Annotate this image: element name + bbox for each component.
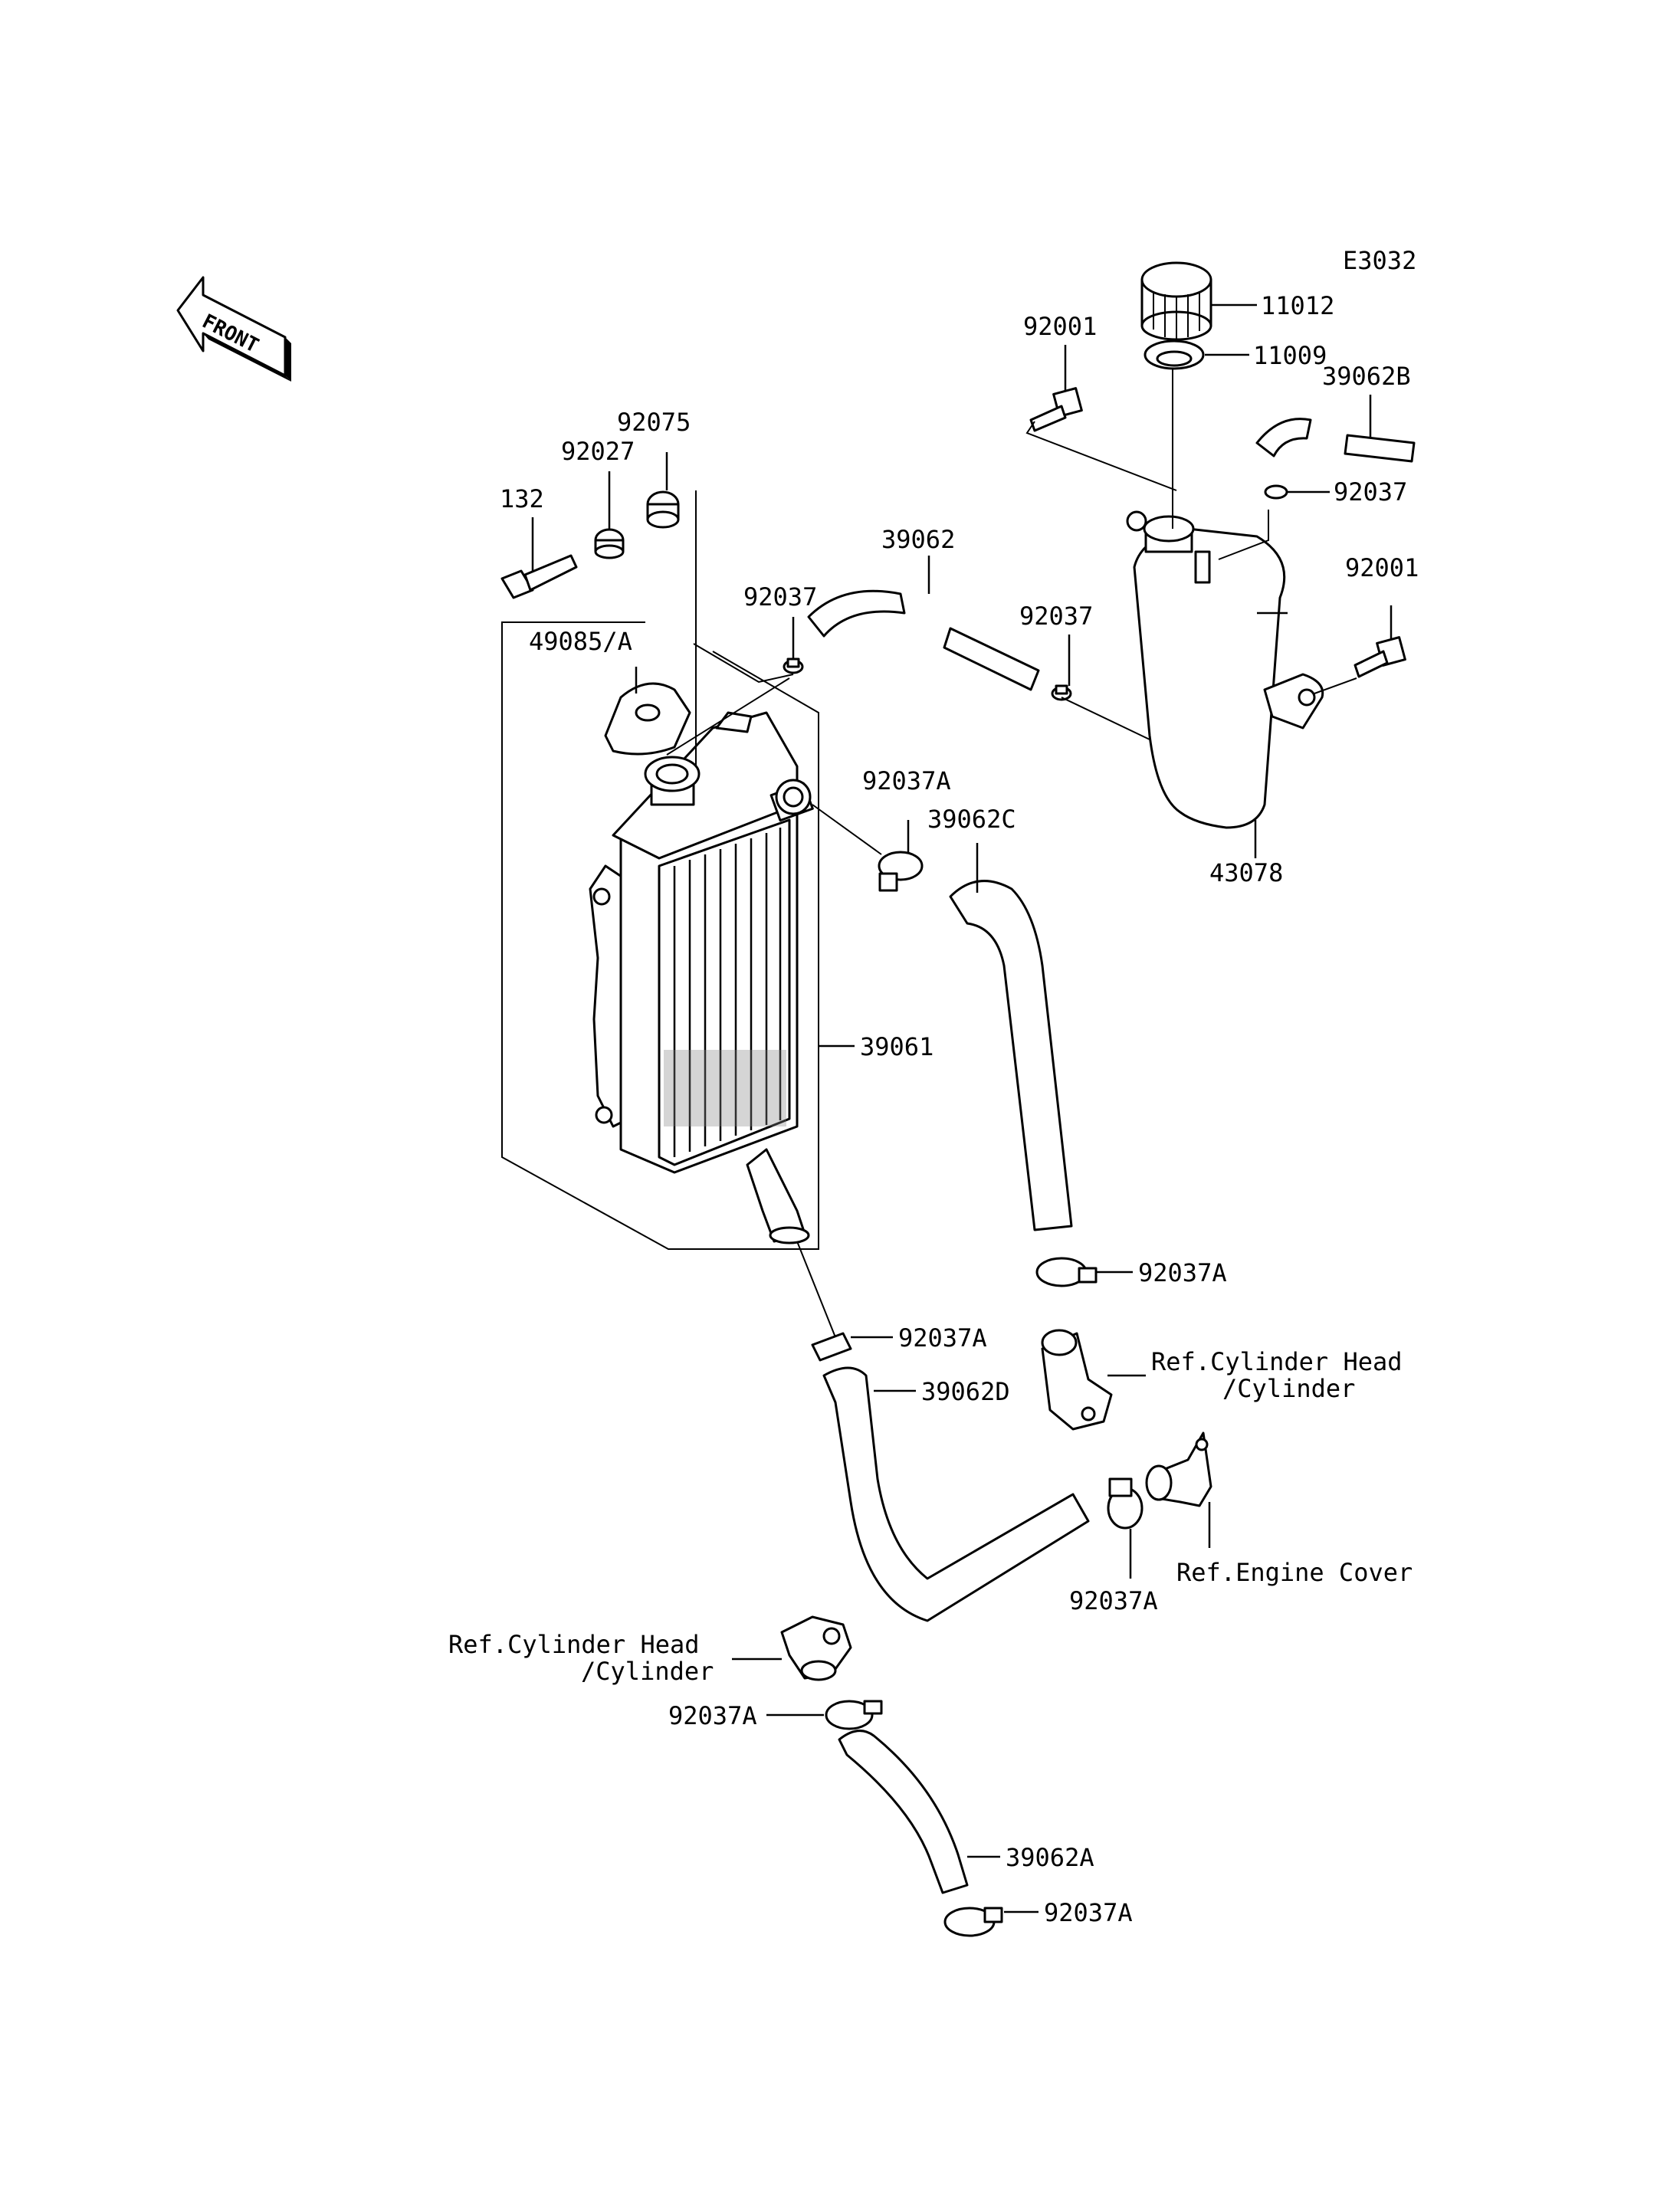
label-ref-head-left-2: /Cylinder xyxy=(581,1657,714,1686)
hose-39062c-icon xyxy=(949,880,1073,1231)
front-arrow-icon: FRONT xyxy=(176,276,291,382)
label-clip-tank: 92037 xyxy=(1334,477,1407,507)
seal-icon xyxy=(1144,339,1205,370)
radiator-assembly xyxy=(501,621,819,1250)
clip-92037-tank-icon xyxy=(1264,484,1288,500)
label-ref-engine: Ref.Engine Cover xyxy=(1176,1558,1413,1587)
grommet-icon xyxy=(646,490,680,529)
label-reservoir: 43078 xyxy=(1209,858,1283,887)
bolt-92001-top-icon xyxy=(1029,387,1083,432)
hose-39062d-icon xyxy=(822,1366,1090,1622)
clamp-92037a-engine-icon xyxy=(1107,1477,1144,1530)
label-hose-b: 39062B xyxy=(1322,362,1411,391)
label-collar: 92027 xyxy=(561,437,635,466)
clamp-92037a-lower-right-icon xyxy=(1035,1257,1098,1287)
clip-92037-mid-icon xyxy=(1051,684,1072,701)
label-clip-mid: 92037 xyxy=(1019,602,1093,631)
assembly-bracket xyxy=(501,621,819,1250)
cylinder-head-fitting-left-icon xyxy=(780,1615,852,1681)
label-cap: 11012 xyxy=(1261,291,1334,320)
clamp-92037a-a-top-icon xyxy=(825,1700,883,1730)
leader-lines xyxy=(531,303,1393,1913)
reservoir-tank-icon xyxy=(1126,510,1324,829)
label-clamp-a-top: 92037A xyxy=(668,1701,757,1730)
clamp-92037a-d-icon xyxy=(811,1332,852,1362)
label-hose-top: 39062 xyxy=(881,525,955,554)
cylinder-head-fitting-right-icon xyxy=(1041,1329,1113,1431)
bolt-132-icon xyxy=(500,554,578,599)
bolt-92001-right-icon xyxy=(1354,636,1406,678)
label-ref-head-right-2: /Cylinder xyxy=(1222,1374,1355,1403)
label-radiator-cap: 49085/A xyxy=(529,627,632,656)
clip-92037-left-icon xyxy=(783,657,804,674)
label-hose-c: 39062C xyxy=(927,805,1016,834)
label-ref-head-left-1: Ref.Cylinder Head xyxy=(448,1630,700,1659)
engine-cover-fitting-icon xyxy=(1145,1431,1212,1507)
label-clamp-lower-right: 92037A xyxy=(1138,1258,1227,1287)
label-clamp-d: 92037A xyxy=(898,1323,987,1353)
part-labels: 11012 11009 92001 39062B 92037 92001 920… xyxy=(448,291,1419,1927)
label-clip-left: 92037 xyxy=(743,582,817,612)
label-clamp-a-bottom: 92037A xyxy=(1044,1898,1133,1927)
clamp-92037a-upper-icon xyxy=(878,851,924,892)
hose-39062b-icon xyxy=(1255,418,1416,463)
radiator-fins xyxy=(664,828,786,1157)
label-clamp-c: 92037A xyxy=(862,766,951,795)
hose-39062a-icon xyxy=(838,1730,969,1894)
label-hose-d: 39062D xyxy=(921,1377,1010,1406)
reservoir-cap-icon xyxy=(1140,261,1212,341)
label-clamp-engine: 92037A xyxy=(1069,1586,1158,1615)
clamp-92037a-a-bottom-icon xyxy=(943,1907,1003,1937)
label-grommet: 92075 xyxy=(617,408,691,437)
collar-icon xyxy=(594,528,625,559)
label-bolt-left: 132 xyxy=(500,484,544,513)
radiator-cap-icon xyxy=(604,682,691,756)
hose-39062-icon xyxy=(807,589,1040,691)
label-seal: 11009 xyxy=(1253,341,1327,370)
label-bolt-top: 92001 xyxy=(1023,312,1097,341)
label-ref-head-right-1: Ref.Cylinder Head xyxy=(1151,1347,1403,1376)
label-radiator: 39061 xyxy=(860,1032,934,1061)
label-bolt-right: 92001 xyxy=(1345,553,1419,582)
diagram-code: E3032 xyxy=(1343,246,1416,275)
label-hose-a: 39062A xyxy=(1006,1843,1094,1872)
